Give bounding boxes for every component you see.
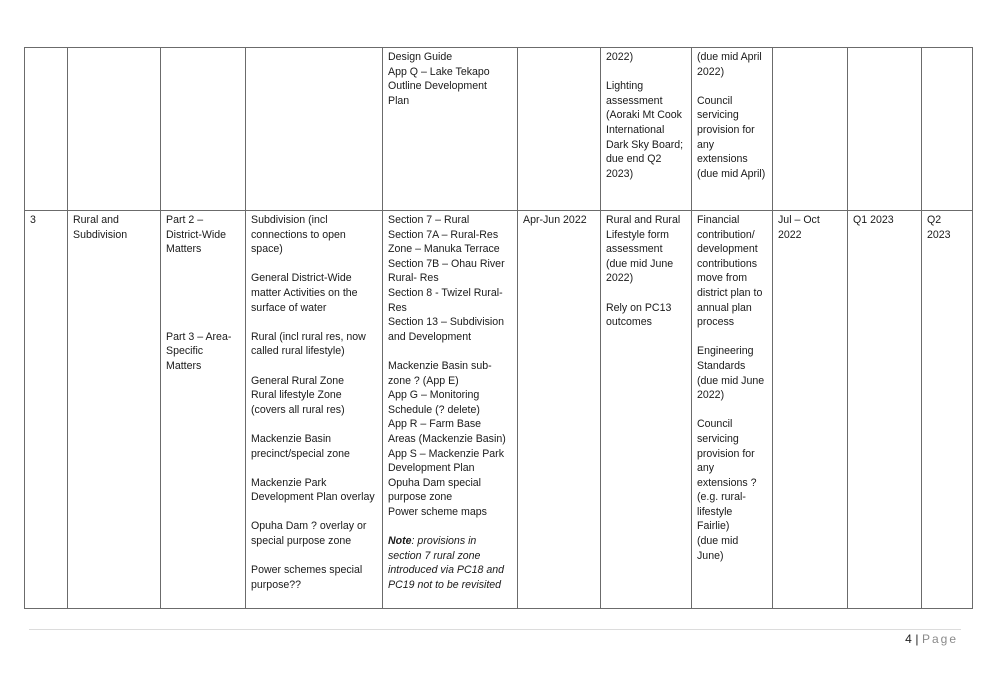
chapter-item: General District-Wide matter Activities … [251,272,358,314]
chapter-item: Mackenzie Basin precinct/special zone [251,432,350,460]
part-area-specific: Part 3 – Area-Specific Matters [166,330,232,372]
text-line: Council servicing provision for any exte… [697,94,766,180]
other-item: Council servicing provision for any exte… [697,418,757,562]
row-number: 3 [30,214,36,226]
chapter-item: Subdivision (incl connections to open sp… [251,214,346,256]
cell-empty [245,47,383,211]
page-footer: 4|Page [905,632,958,646]
period-text: Apr-Jun 2022 [523,214,587,226]
cell-empty [517,47,601,211]
cell-empty [847,47,922,211]
section-list: Section 7 – Rural Section 7A – Rural-Res… [388,214,505,343]
text-line: App Q – Lake Tekapo Outline Development … [388,65,490,107]
cell-studies: 2022) Lighting assessment (Aoraki Mt Coo… [600,47,692,211]
chapter-item: Opuha Dam ? overlay or special purpose z… [251,520,367,548]
cell-empty [67,47,161,211]
chapter-item: General Rural Zone Rural lifestyle Zone … [251,374,345,416]
other-item: Engineering Standards (due mid June 2022… [697,345,765,402]
table-row: 3 Rural and Subdivision Part 2 – Distric… [24,210,973,609]
chapter-item: Rural (incl rural res, now called rural … [251,330,366,358]
study-item: Rural and Rural Lifestyle form assessmen… [606,214,681,285]
cell-doc-ref: Design Guide App Q – Lake Tekapo Outline… [382,47,518,211]
notify-text: Q1 2023 [853,214,894,226]
cell-other: Financial contribution/ development cont… [691,210,773,609]
cell-chapters: Subdivision (incl connections to open sp… [245,210,383,609]
text-line: Lighting assessment (Aoraki Mt Cook Inte… [606,80,684,180]
text-line: Design Guide [388,51,453,63]
cell-empty [921,47,973,211]
cell-parts: Part 2 – District-Wide Matters Part 3 – … [160,210,246,609]
text-line: 2022) [606,51,634,63]
cell-empty [160,47,246,211]
table-row: Design Guide App Q – Lake Tekapo Outline… [24,47,973,211]
note-label: Note [388,535,412,548]
cell-hearing: Q2 2023 [921,210,973,609]
plan-schedule-table: Design Guide App Q – Lake Tekapo Outline… [24,47,973,609]
chapter-item: Power schemes special purpose?? [251,564,363,591]
cell-empty [24,47,68,211]
topic-text: Rural and Subdivision [73,214,128,241]
footer-divider [29,629,961,630]
cell-drafting: Jul – Oct 2022 [772,210,848,609]
cell-other: (due mid April 2022) Council servicing p… [691,47,773,211]
study-item: Rely on PC13 outcomes [606,301,672,329]
part-district-wide: Part 2 – District-Wide Matters [166,214,227,256]
cell-empty [772,47,848,211]
page-separator: | [915,632,919,646]
cell-notify: Q1 2023 [847,210,922,609]
chapter-item: Mackenzie Park Development Plan overlay [251,476,375,504]
section-list: Mackenzie Basin sub-zone ? (App E) App G… [388,359,506,518]
text-line: (due mid April 2022) [697,51,762,78]
drafting-text: Jul – Oct 2022 [778,214,820,241]
cell-period: Apr-Jun 2022 [517,210,601,609]
other-item: Financial contribution/ development cont… [697,214,763,329]
cell-sections: Section 7 – Rural Section 7A – Rural-Res… [382,210,518,609]
cell-number: 3 [24,210,68,609]
cell-studies: Rural and Rural Lifestyle form assessmen… [600,210,692,609]
cell-topic: Rural and Subdivision [67,210,161,609]
page-number: 4 [905,632,913,646]
note-text: : provisions in section 7 rural zone int… [388,535,505,591]
hearing-text: Q2 2023 [927,214,951,241]
page-label: Page [921,632,958,646]
note: Note: provisions in section 7 rural zone… [388,534,511,592]
